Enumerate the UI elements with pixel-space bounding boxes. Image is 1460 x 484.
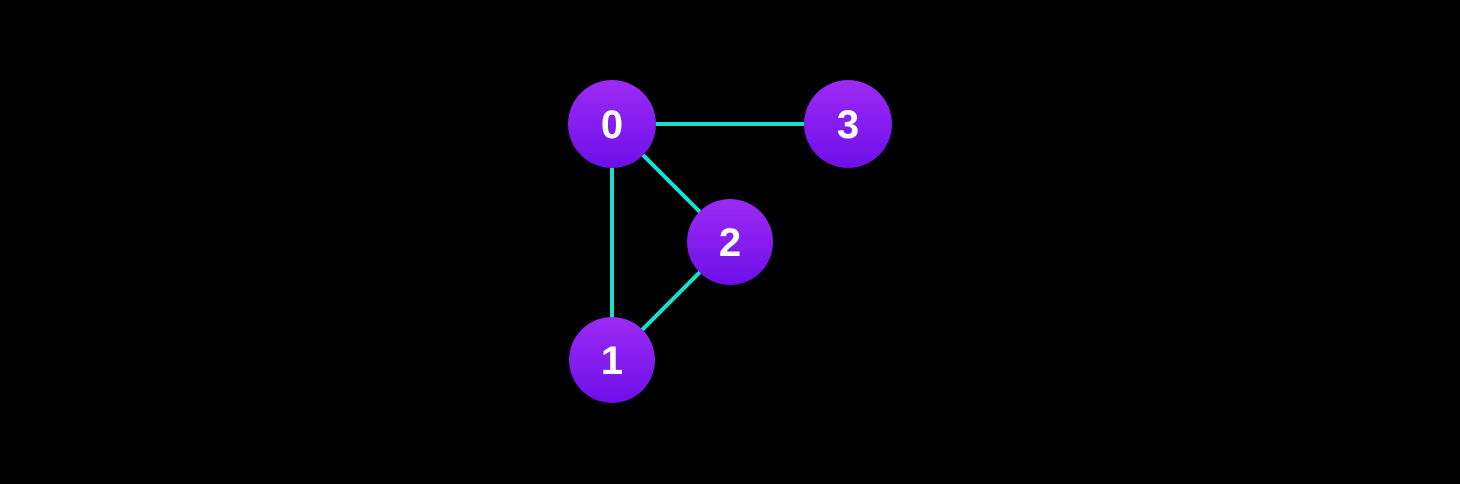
graph-nodes-layer: 0 1 2 3	[568, 80, 892, 403]
graph-node-label: 2	[719, 221, 741, 265]
graph-node-label: 3	[837, 103, 859, 147]
graph-node-label: 0	[601, 103, 623, 147]
graph-node-circle[interactable]	[687, 199, 773, 285]
graph-node[interactable]: 2	[687, 199, 773, 285]
graph-node-circle[interactable]	[568, 80, 656, 168]
graph-node-circle[interactable]	[804, 80, 892, 168]
graph-node[interactable]: 0	[568, 80, 656, 168]
graph-node[interactable]: 3	[804, 80, 892, 168]
graph-node-label: 1	[601, 339, 623, 383]
graph-node[interactable]: 1	[569, 317, 655, 403]
graph-node-circle[interactable]	[569, 317, 655, 403]
